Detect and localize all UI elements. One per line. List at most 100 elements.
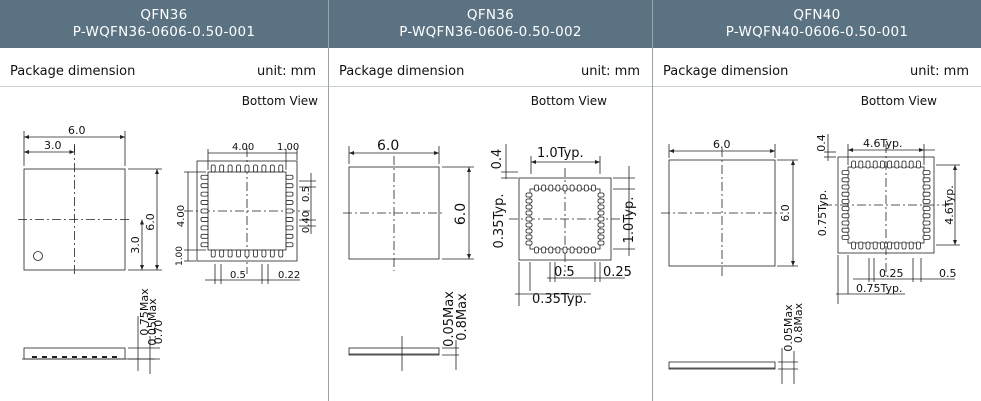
lead-pad	[219, 164, 225, 173]
lead-pad	[555, 184, 561, 192]
lead-pad	[269, 164, 275, 173]
side-dim-3: 0.70	[152, 320, 165, 345]
lead-pad	[922, 184, 931, 190]
lead-pad	[200, 217, 209, 222]
unit-label: unit: mm	[909, 64, 969, 79]
lead-pad	[576, 184, 582, 192]
lead-pad	[591, 246, 596, 254]
lead-pad	[548, 184, 554, 192]
lead-pad	[200, 191, 209, 197]
view-dim-typ-left: 0.75Typ.	[816, 190, 829, 237]
lead-pad	[285, 233, 294, 239]
package-drawing: 6.0 3.0 6.0 3.0 4.00 1.00 4.00 1.00 0.5 …	[18, 94, 318, 374]
lead-pad	[583, 246, 589, 254]
package-panel-1: QFN36 P-WQFN36-0606-0.50-001 Package dim…	[0, 0, 329, 401]
lead-pad	[858, 160, 864, 169]
package-panel-2: QFN36 P-WQFN36-0606-0.50-002 Package dim…	[329, 0, 653, 401]
lead-pad	[851, 160, 857, 169]
dim-half-height: 3.0	[129, 236, 142, 254]
lead-pad	[915, 241, 921, 250]
lead-foot	[92, 356, 97, 358]
lead-pad	[200, 183, 209, 189]
lead-pad	[227, 249, 233, 258]
side-dim-1: 0.05Max	[146, 298, 159, 346]
lead-pad	[583, 184, 589, 192]
lead-pad	[597, 228, 605, 234]
lead-pad	[200, 233, 209, 239]
lead-pad	[922, 213, 931, 219]
view-dim-pad-width-bottom: 0.22	[278, 270, 300, 281]
section-label: Package dimension	[339, 64, 465, 79]
lead-pad	[525, 204, 533, 210]
package-name: QFN36	[466, 7, 515, 23]
lead-pad	[922, 227, 931, 233]
lead-pad	[541, 184, 547, 192]
view-dim-pad-width: 0.25	[879, 267, 904, 280]
lead-pad	[562, 246, 568, 254]
lead-pad	[569, 184, 575, 192]
lead-pad	[872, 160, 878, 169]
lead-pad	[210, 164, 216, 173]
lead-pad	[285, 200, 294, 205]
lead-pad	[244, 164, 250, 173]
dim-body-height: 6.0	[453, 203, 469, 225]
lead-pad	[285, 242, 294, 248]
lead-foot	[102, 356, 107, 358]
view-dim-edge-top: 0.4	[815, 134, 828, 152]
section-label: Package dimension	[10, 64, 136, 79]
lead-foot	[112, 356, 117, 358]
lead-pad	[597, 234, 605, 240]
lead-pad	[285, 183, 294, 189]
dim-body-height: 6.0	[779, 204, 792, 222]
lead-pad	[841, 177, 850, 183]
lead-pad	[597, 216, 605, 222]
lead-pad	[285, 191, 294, 197]
lead-pad	[261, 164, 267, 173]
lead-pad	[901, 160, 907, 169]
lead-pad	[841, 234, 850, 240]
package-subheader: Package dimension unit: mm	[0, 48, 328, 87]
lead-pad	[841, 199, 850, 204]
package-subheader: Package dimension unit: mm	[653, 48, 981, 87]
package-code: P-WQFN36-0606-0.50-001	[72, 24, 256, 40]
lead-pad	[922, 199, 931, 204]
view-dim-pitch-bottom: 0.5	[939, 267, 957, 280]
lead-pad	[887, 160, 893, 169]
lead-pad	[534, 246, 539, 254]
lead-foot	[52, 356, 57, 358]
lead-pad	[534, 184, 539, 192]
lead-pad	[569, 246, 575, 254]
lead-pad	[841, 220, 850, 226]
side-dim-1: 0.05Max	[782, 304, 795, 352]
view-dim-edge-bottom: 1.00	[175, 246, 185, 266]
lead-pad	[901, 241, 907, 250]
lead-pad	[865, 241, 871, 250]
lead-pad	[597, 204, 605, 210]
lead-pad	[841, 191, 850, 197]
lead-pad	[210, 249, 216, 258]
view-label: Bottom View	[531, 94, 607, 108]
lead-pad	[253, 249, 258, 258]
lead-pad	[555, 246, 561, 254]
lead-pad	[851, 241, 857, 250]
lead-pad	[841, 213, 850, 219]
unit-label: unit: mm	[580, 64, 640, 79]
unit-label: unit: mm	[256, 64, 316, 79]
lead-pad	[858, 241, 864, 250]
package-code: P-WQFN36-0606-0.50-002	[399, 24, 582, 40]
lead-pad	[841, 227, 850, 233]
package-name: QFN36	[140, 7, 188, 23]
lead-pad	[597, 222, 605, 228]
lead-pad	[285, 225, 294, 231]
lead-pad	[922, 191, 931, 197]
lead-pad	[879, 241, 885, 250]
view-dim-typ-right: 4.6Typ.	[943, 185, 956, 225]
view-dim-pad-height: 4.00	[176, 205, 187, 227]
lead-pad	[278, 249, 284, 258]
lead-pad	[908, 160, 914, 169]
lead-pad	[525, 240, 533, 246]
view-dim-pad-length: 0.40	[301, 211, 312, 233]
view-label: Bottom View	[861, 94, 937, 108]
package-drawing: 6.0 6.0 0.4 4.6Typ. 4.6Typ. 0.75Typ. 0.2…	[661, 94, 960, 384]
lead-pad	[922, 177, 931, 183]
